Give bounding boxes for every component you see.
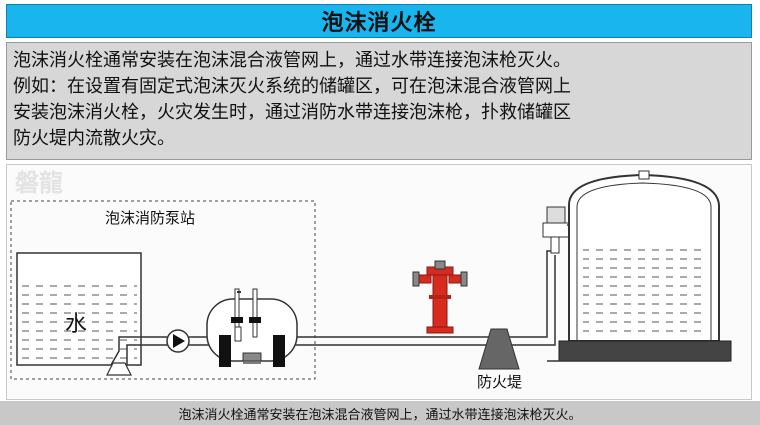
- caption-bar: 泡沫消火栓通常安装在泡沫混合液管网上，通过水带连接泡沫枪灭火。: [0, 401, 760, 425]
- description-line: 安装泡沫消火栓，火灾发生时，通过消防水带连接泡沫枪，扑救储罐区: [13, 102, 571, 123]
- pump-station-boundary: [10, 200, 316, 380]
- description-line: 例如：在设置有固定式泡沫灭火系统的储罐区，可在泡沫混合液管网上: [13, 76, 571, 97]
- water-tank: 水: [16, 252, 142, 366]
- pump-station-label: 泡沫消防泵站: [105, 209, 195, 227]
- foam-proportioner-tank: [206, 288, 298, 367]
- suction-pipe: [106, 336, 167, 376]
- fire-dike: 防火堤: [477, 328, 522, 391]
- description-line: 防火堤内流散火灾。: [13, 128, 175, 149]
- description-box: 泡沫消火栓通常安装在泡沫混合液管网上，通过水带连接泡沫枪灭火。 例如：在设置有固…: [6, 42, 752, 160]
- diagram-canvas: 磐龍 泡沫消防泵站 水: [10, 169, 732, 391]
- description-line: 泡沫消火栓通常安装在泡沫混合液管网上，通过水带连接泡沫枪灭火。: [13, 50, 571, 71]
- watermark: 磐龍: [15, 169, 63, 197]
- foam-hydrant-diagram: 磐龍 泡沫消防泵站 水: [6, 164, 752, 400]
- foam-generator-icon: [542, 206, 575, 254]
- title-banner: 泡沫消火栓: [6, 4, 752, 38]
- storage-tank: [547, 170, 732, 362]
- pump-icon: [166, 329, 190, 353]
- water-label: 水: [65, 312, 87, 337]
- page-title: 泡沫消火栓: [321, 11, 437, 36]
- caption: 泡沫消火栓通常安装在泡沫混合液管网上，通过水带连接泡沫枪灭火。: [178, 407, 582, 423]
- dike-label: 防火堤: [477, 373, 522, 391]
- foam-hydrant-icon: [412, 260, 468, 334]
